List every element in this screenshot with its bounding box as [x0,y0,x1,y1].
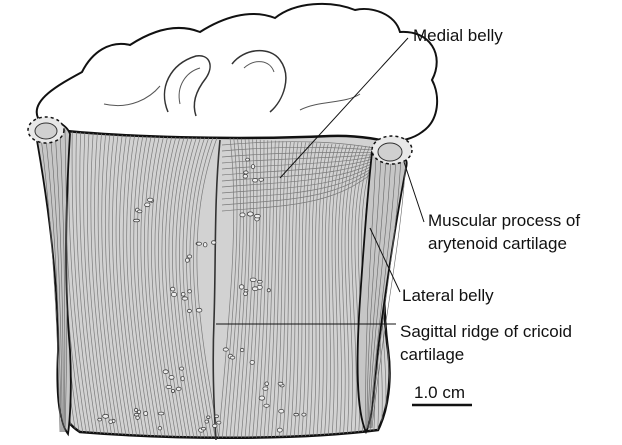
arytenoid-cartilage-outline [37,4,437,148]
muscular-process-left-core [35,123,57,139]
muscular-process-right-core [378,143,402,161]
left-lateral-bundle [34,120,71,434]
scale-bar-label: 1.0 cm [414,383,465,403]
label-sagittal-ridge-line2: cartilage [400,345,464,365]
label-muscular-process-line2: arytenoid cartilage [428,234,567,254]
leader-muscular-process [404,162,424,222]
label-lateral-belly: Lateral belly [402,286,494,306]
label-muscular-process-line1: Muscular process of [428,211,580,231]
label-medial-belly: Medial belly [413,26,503,46]
label-sagittal-ridge-line1: Sagittal ridge of cricoid [400,322,572,342]
